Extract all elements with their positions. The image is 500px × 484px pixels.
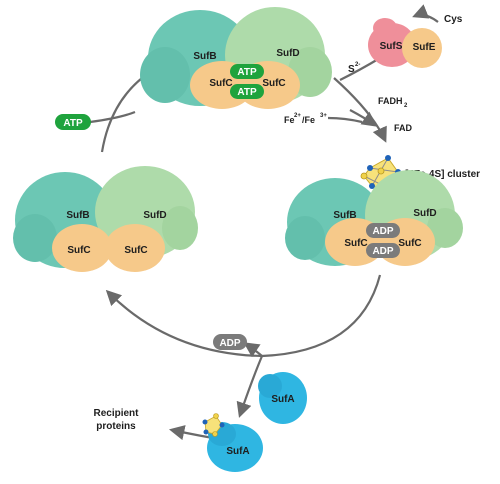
right-complex: SufB SufD SufC SufC ADP ADP — [285, 170, 463, 266]
top-sufc-right-label: SufC — [262, 78, 285, 89]
arrow-top-to-right — [333, 77, 387, 143]
fadh2-subscript: 2 — [404, 103, 408, 109]
left-sufd-label: SufD — [143, 210, 166, 221]
sulfide-charge: 2- — [355, 62, 360, 68]
free-atp: ATP — [55, 114, 91, 130]
iron-label-group: Fe 2+ /Fe 3+ — [284, 113, 327, 125]
sulfide-label: S — [348, 64, 355, 75]
top-atp-label-2: ATP — [237, 87, 257, 98]
recipient-label-line1: Recipient — [93, 408, 139, 419]
left-complex: SufB SufD SufC SufC — [13, 166, 198, 272]
arrow-to-sufa — [236, 355, 264, 418]
right-sufc-right-label: SufC — [398, 238, 421, 249]
arrow-iron — [327, 116, 363, 124]
arrow-fad — [349, 109, 378, 127]
top-atp-label-1: ATP — [237, 67, 257, 78]
top-sufb-label: SufB — [193, 51, 216, 62]
right-adp-label-1: ADP — [372, 226, 393, 237]
right-adp-label-2: ADP — [372, 246, 393, 257]
top-complex: SufB SufD SufC SufC ATP ATP — [140, 7, 332, 109]
fadh2-label-group: FADH 2 — [378, 96, 408, 109]
sufe-label: SufE — [413, 42, 436, 53]
arrow-cys — [412, 4, 439, 23]
free-atp-label: ATP — [63, 118, 83, 129]
sufa-apo: SufA — [258, 372, 307, 424]
cluster-label: [4Fe-4S] cluster — [405, 169, 480, 180]
fadh2-label: FADH — [378, 96, 403, 106]
sufe-blob — [402, 28, 442, 68]
arrow-atp-binding — [89, 110, 136, 124]
sufs-sufe-complex: SufS SufE — [368, 18, 442, 68]
iron-charge-2: 3+ — [320, 113, 327, 119]
fad-label: FAD — [394, 123, 413, 133]
released-adp-label: ADP — [219, 338, 240, 349]
left-sufc-left-label: SufC — [67, 245, 90, 256]
arrow-adp-release — [243, 342, 263, 358]
sufs-label: SufS — [380, 41, 403, 52]
top-sufd-label: SufD — [276, 48, 299, 59]
left-sufb-label: SufB — [66, 210, 89, 221]
iron-label: Fe — [284, 115, 295, 125]
sufa-apo-label: SufA — [271, 394, 294, 405]
right-sufd-label: SufD — [413, 208, 436, 219]
right-sufc-left-label: SufC — [344, 238, 367, 249]
iron-charge-1: 2+ — [294, 113, 301, 119]
sufa-holo-label: SufA — [226, 446, 249, 457]
top-sufc-left-label: SufC — [209, 78, 232, 89]
sufa-holo: SufA — [202, 413, 263, 472]
left-sufc-right-label: SufC — [124, 245, 147, 256]
iron-label-2: /Fe — [302, 115, 315, 125]
cys-label: Cys — [444, 14, 463, 25]
released-adp: ADP — [213, 334, 247, 350]
top-atp-pill-2 — [230, 84, 264, 99]
right-adp-pill-2 — [366, 243, 400, 258]
recipient-label-line2: proteins — [96, 421, 136, 432]
sulfide-label-group: S 2- — [348, 62, 360, 75]
right-sufb-label: SufB — [333, 210, 356, 221]
right-adp-pill-1 — [366, 223, 400, 238]
top-atp-pill-1 — [230, 64, 264, 79]
